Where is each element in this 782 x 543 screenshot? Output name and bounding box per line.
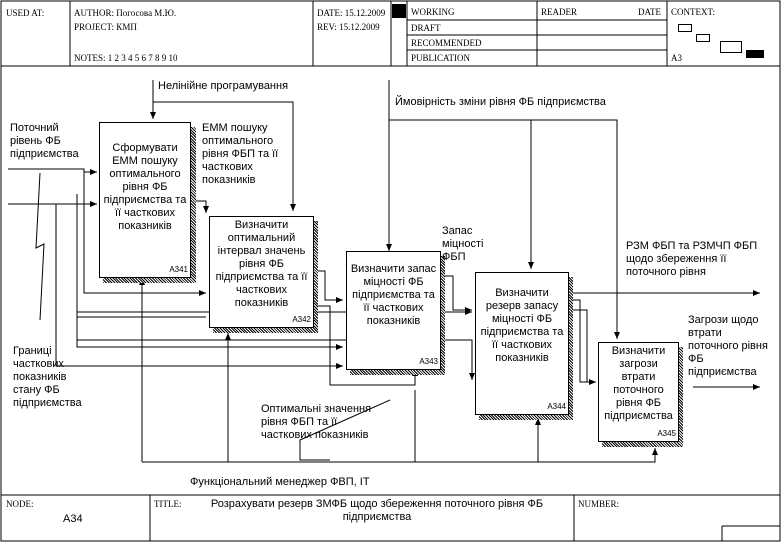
reader-label: READER bbox=[541, 7, 577, 17]
label-input-current-level: Поточний рівень ФБ підприємства bbox=[10, 122, 79, 160]
activity-box-a343-num: A343 bbox=[419, 357, 438, 366]
node-value: А34 bbox=[63, 513, 83, 525]
label-optimal-values: Оптимальні значення рівня ФБП та її част… bbox=[261, 403, 372, 441]
diagram-title: Розрахувати резерв ЗМФБ щодо збереження … bbox=[210, 498, 544, 523]
status-recommended: RECOMMENDED bbox=[411, 38, 482, 48]
label-mechanism: Функціональний менеджер ФВП, IT bbox=[190, 476, 370, 488]
rev-field: REV: 15.12.2009 bbox=[317, 22, 380, 32]
title-label: TITLE: bbox=[154, 499, 182, 509]
reader-date-label: DATE bbox=[638, 7, 661, 17]
used-at-label: USED AT: bbox=[6, 8, 45, 18]
status-publication: PUBLICATION bbox=[411, 53, 471, 63]
context-box-3 bbox=[720, 41, 742, 53]
context-box-1 bbox=[678, 24, 692, 32]
label-emm: ЕММ пошуку оптимального рівня ФБП та її … bbox=[202, 122, 279, 186]
number-label: NUMBER: bbox=[578, 499, 620, 509]
label-zapas: Запас міцності ФБП bbox=[442, 225, 484, 263]
activity-box-a342-text: Визначити оптимальний інтервал значень р… bbox=[215, 219, 308, 309]
activity-box-a344-num: A344 bbox=[547, 402, 566, 411]
activity-box-a342-num: A342 bbox=[292, 315, 311, 324]
context-node: А3 bbox=[671, 53, 682, 63]
label-output-threats: Загрози щодо втрати поточного рівня ФБ п… bbox=[688, 314, 768, 378]
date-field: DATE: 15.12.2009 bbox=[317, 8, 386, 18]
label-control-probability: Ймовірність зміни рівня ФБ підприємства bbox=[395, 96, 606, 108]
context-label: CONTEXT: bbox=[671, 7, 716, 17]
activity-box-a342[interactable]: Визначити оптимальний інтервал значень р… bbox=[209, 216, 314, 328]
activity-box-a341-text: Сформувати ЕММ пошуку оптимального рівня… bbox=[103, 142, 187, 232]
project-field: PROJECT: КМП bbox=[74, 22, 137, 32]
working-marker bbox=[392, 4, 406, 18]
activity-box-a341[interactable]: Сформувати ЕММ пошуку оптимального рівня… bbox=[99, 122, 191, 278]
notes-field: NOTES: 1 2 3 4 5 6 7 8 9 10 bbox=[74, 53, 178, 63]
label-granytsi: Границі часткових показників стану ФБ пі… bbox=[13, 345, 82, 409]
activity-box-a345-num: A345 bbox=[657, 429, 676, 438]
activity-box-a344-text: Визначити резерв запасу міцності ФБ підп… bbox=[480, 287, 564, 364]
status-draft: DRAFT bbox=[411, 23, 441, 33]
context-box-current bbox=[746, 50, 764, 58]
context-box-2 bbox=[696, 34, 710, 42]
activity-box-a345[interactable]: Визначити загрози втрати поточного рівня… bbox=[598, 342, 679, 442]
activity-box-a341-num: A341 bbox=[169, 265, 188, 274]
activity-box-a345-text: Визначити загрози втрати поточного рівня… bbox=[604, 345, 673, 422]
activity-box-a343-text: Визначити запас міцності ФБ підприємства… bbox=[350, 263, 437, 327]
node-label: NODE: bbox=[6, 499, 34, 509]
label-output-rzm: РЗМ ФБП та РЗМЧП ФБП щодо збереження її … bbox=[626, 240, 758, 278]
activity-box-a343[interactable]: Визначити запас міцності ФБ підприємства… bbox=[346, 251, 441, 370]
activity-box-a344[interactable]: Визначити резерв запасу міцності ФБ підп… bbox=[475, 272, 569, 415]
status-working: WORKING bbox=[411, 7, 455, 17]
label-control-nonlinear: Нелінійне програмування bbox=[158, 80, 289, 92]
author-field: AUTHOR: Погосова М.Ю. bbox=[74, 8, 177, 18]
